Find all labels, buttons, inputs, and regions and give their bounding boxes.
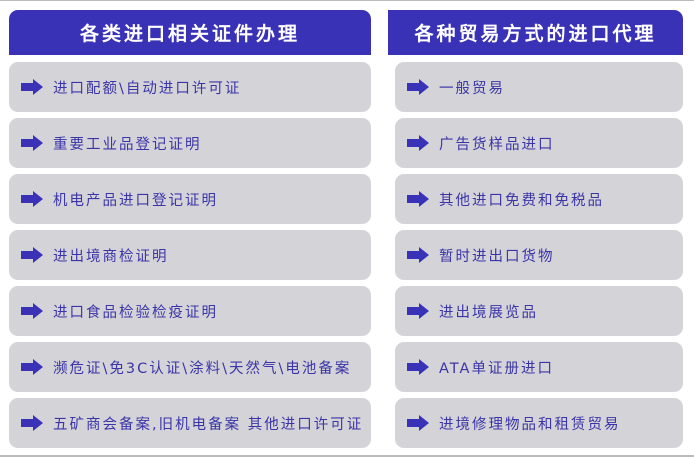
arrow-right-icon	[407, 359, 429, 375]
trade-agency-header: 各种贸易方式的进口代理	[388, 10, 683, 55]
arrow-right-icon	[21, 191, 43, 207]
arrow-right-icon	[21, 135, 43, 151]
list-item[interactable]: 机电产品进口登记证明	[9, 174, 371, 224]
list-item[interactable]: 进境修理物品和租赁贸易	[395, 398, 683, 448]
list-item[interactable]: 重要工业品登记证明	[9, 118, 371, 168]
list-item[interactable]: 一般贸易	[395, 62, 683, 112]
list-item[interactable]: 进出境商检证明	[9, 230, 371, 280]
list-item[interactable]: 进口食品检验检疫证明	[9, 286, 371, 336]
arrow-right-icon	[21, 303, 43, 319]
arrow-right-icon	[407, 191, 429, 207]
arrow-right-icon	[407, 135, 429, 151]
arrow-right-icon	[21, 415, 43, 431]
arrow-right-icon	[21, 359, 43, 375]
list-item-label: 广告货样品进口	[439, 136, 555, 153]
trade-agency-column: 各种贸易方式的进口代理 一般贸易广告货样品进口其他进口免费和免税品暂时进出口货物…	[388, 10, 683, 454]
list-item[interactable]: 进口配额\自动进口许可证	[9, 62, 371, 112]
list-item[interactable]: ATA单证册进口	[395, 342, 683, 392]
list-item[interactable]: 进出境展览品	[395, 286, 683, 336]
certificates-column: 各类进口相关证件办理 进口配额\自动进口许可证重要工业品登记证明机电产品进口登记…	[9, 10, 371, 454]
list-item[interactable]: 暂时进出口货物	[395, 230, 683, 280]
list-item-label: 进出境展览品	[439, 304, 538, 321]
list-item-label: 一般贸易	[439, 80, 505, 97]
list-item[interactable]: 广告货样品进口	[395, 118, 683, 168]
list-item-label: 进口配额\自动进口许可证	[53, 80, 242, 97]
list-item[interactable]: 其他进口免费和免税品	[395, 174, 683, 224]
arrow-right-icon	[407, 247, 429, 263]
arrow-right-icon	[21, 247, 43, 263]
list-item-label: 进出境商检证明	[53, 248, 169, 265]
list-item[interactable]: 五矿商会备案,旧机电备案 其他进口许可证	[9, 398, 371, 448]
list-item-label: 暂时进出口货物	[439, 248, 555, 265]
arrow-right-icon	[407, 79, 429, 95]
list-item[interactable]: 濒危证\免3C认证\涂料\天然气\电池备案	[9, 342, 371, 392]
arrow-right-icon	[407, 415, 429, 431]
list-item-label: 其他进口免费和免税品	[439, 192, 604, 209]
list-item-label: ATA单证册进口	[439, 360, 554, 377]
list-item-label: 五矿商会备案,旧机电备案 其他进口许可证	[53, 416, 364, 433]
list-item-label: 机电产品进口登记证明	[53, 192, 218, 209]
list-item-label: 进境修理物品和租赁贸易	[439, 416, 621, 433]
arrow-right-icon	[21, 79, 43, 95]
certificates-header: 各类进口相关证件办理	[9, 10, 371, 55]
list-item-label: 重要工业品登记证明	[53, 136, 202, 153]
list-item-label: 进口食品检验检疫证明	[53, 304, 218, 321]
arrow-right-icon	[407, 303, 429, 319]
list-item-label: 濒危证\免3C认证\涂料\天然气\电池备案	[53, 360, 352, 377]
